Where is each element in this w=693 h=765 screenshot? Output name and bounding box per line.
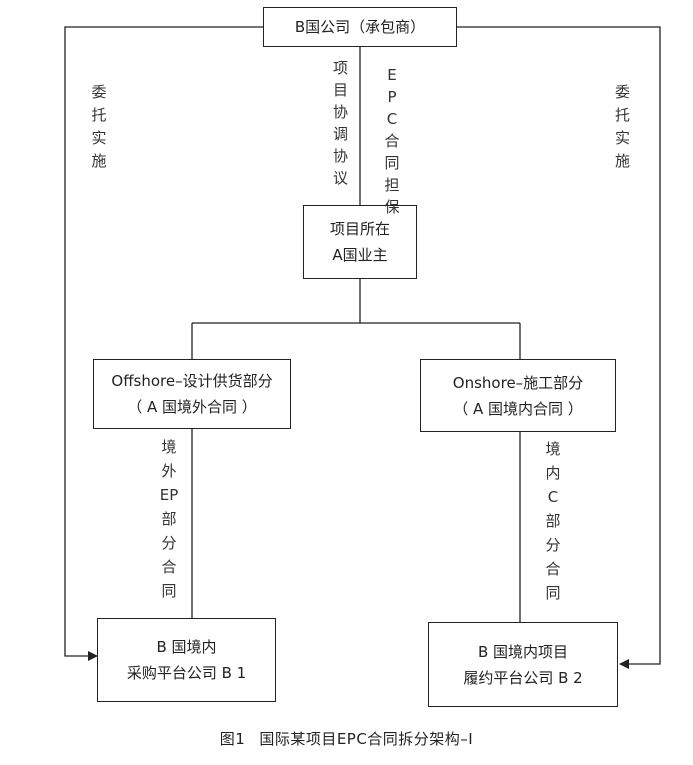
onshore-node: Onshore–施工部分 （ A 国境内合同 ） xyxy=(420,359,616,432)
b2-label-line2: 履约平台公司 B 2 xyxy=(463,668,583,687)
guarantee-char: 合 xyxy=(384,132,400,150)
owner-node: 项目所在 A国业主 xyxy=(303,205,417,279)
offshore-node: Offshore–设计供货部分 （ A 国境外合同 ） xyxy=(93,359,291,429)
b2-label-line1: B 国境内项目 xyxy=(477,642,569,661)
guarantee-char: 保 xyxy=(384,198,400,216)
offshore-sub-char: 分 xyxy=(161,534,177,552)
onshore-sub-char: 境 xyxy=(545,440,561,458)
offshore-sub-char: EP xyxy=(159,486,179,504)
guarantee-char: C xyxy=(386,110,398,128)
b1-node: B 国境内 采购平台公司 B 1 xyxy=(97,618,276,702)
right-entrust-text: 委托实施 xyxy=(613,84,631,176)
onshore-sub-char: 同 xyxy=(545,584,561,602)
b1-label-line2: 采购平台公司 B 1 xyxy=(126,664,247,682)
offshore-sub-char: 合 xyxy=(161,558,177,576)
left-entrust-text: 委托实施 xyxy=(89,84,108,176)
onshore-sub-char: 部 xyxy=(545,512,561,530)
owner-label-line2: A国业主 xyxy=(332,246,388,264)
contractor-node: B国公司（承包商） xyxy=(263,7,457,47)
offshore-label-line1: Offshore–设计供货部分 xyxy=(111,372,273,390)
coordination-label: 项目协调协议 xyxy=(330,60,350,192)
owner-label-line1: 项目所在 xyxy=(329,220,390,238)
offshore-sub-char: 部 xyxy=(161,510,177,528)
guarantee-char: 同 xyxy=(384,154,400,172)
b1-label-line1: B 国境内 xyxy=(156,638,217,656)
onshore-sub-char: C xyxy=(547,488,559,506)
onshore-label-line2: （ A 国境内合同 ） xyxy=(453,399,583,418)
offshore-label-line2: （ A 国境外合同 ） xyxy=(127,398,257,416)
coordination-text: 项目协调协议 xyxy=(331,60,349,192)
onshore-sub-char: 分 xyxy=(545,536,561,554)
offshore-sub-char: 外 xyxy=(161,462,177,480)
left-entrust-arrow xyxy=(64,26,263,661)
contractor-label: B国公司（承包商） xyxy=(294,18,426,36)
b2-node: B 国境内项目 履约平台公司 B 2 xyxy=(428,622,618,707)
guarantee-char: P xyxy=(387,88,397,106)
caption-title: 国际某项目EPC合同拆分架构–I xyxy=(259,730,474,748)
onshore-label-line1: Onshore–施工部分 xyxy=(452,373,584,392)
right-entrust-label: 委托实施 xyxy=(612,84,632,176)
onshore-sub-char: 内 xyxy=(545,464,561,482)
caption-number: 图1 xyxy=(219,730,246,748)
offshore-sub-label: 境外 EP 部分合同 xyxy=(157,435,181,603)
left-entrust-label: 委托实施 xyxy=(88,84,108,176)
guarantee-char: 担 xyxy=(384,176,400,194)
offshore-sub-char: 境 xyxy=(161,438,177,456)
right-entrust-arrow xyxy=(457,26,661,669)
offshore-sub-char: 同 xyxy=(161,582,177,600)
guarantee-char: E xyxy=(387,66,397,84)
onshore-sub-char: 合 xyxy=(545,560,561,578)
figure-caption: 图1 国际某项目EPC合同拆分架构–I xyxy=(0,728,693,749)
